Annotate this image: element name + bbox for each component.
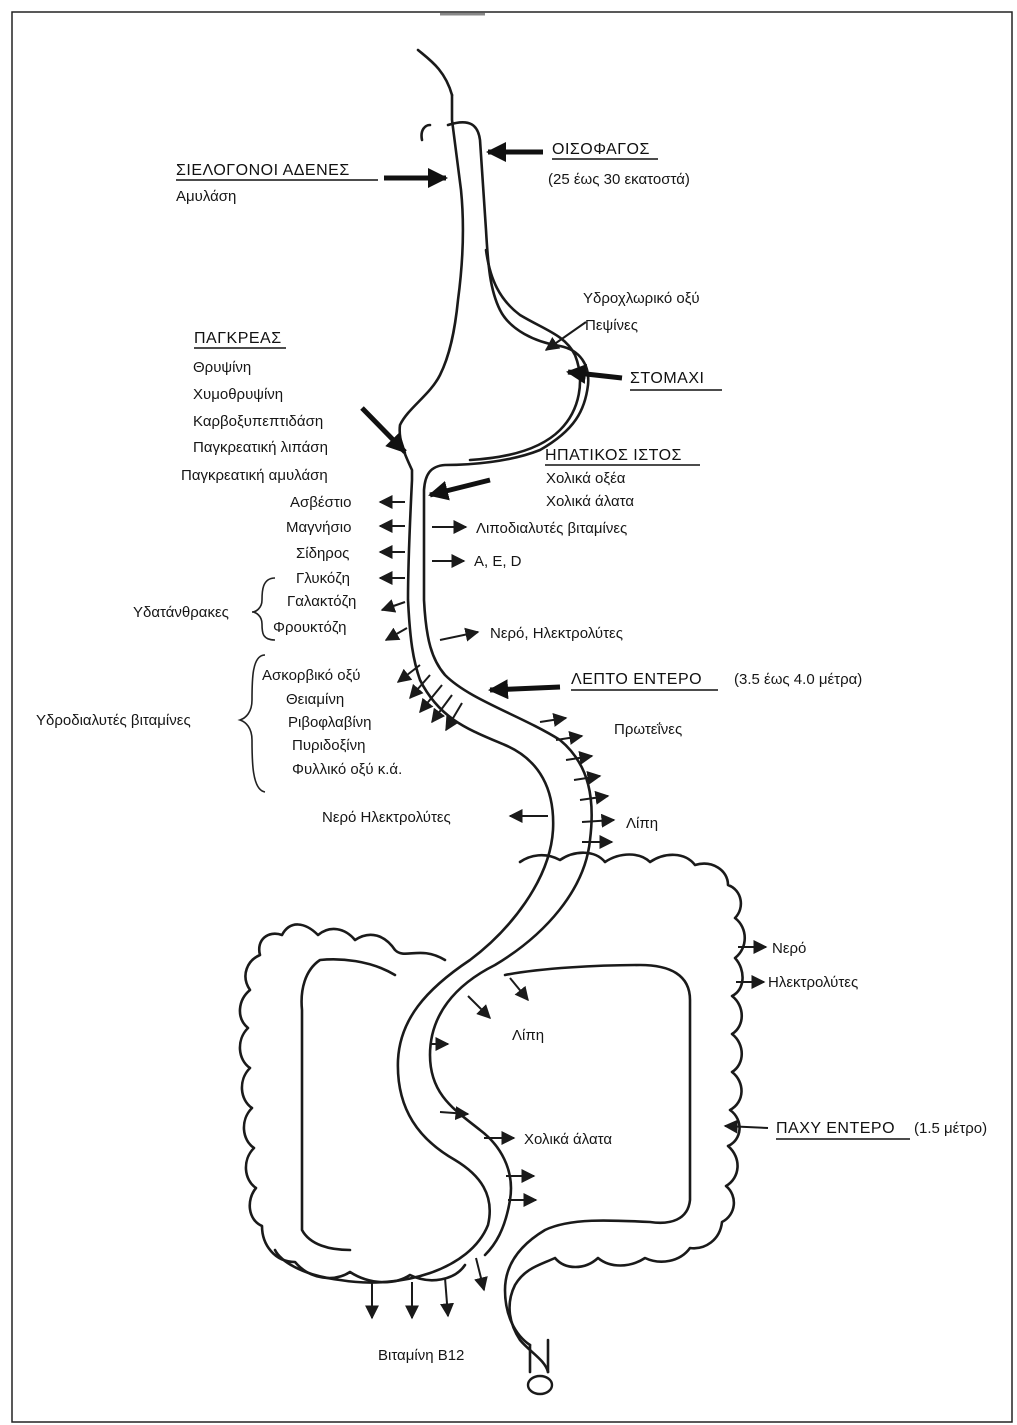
pancreas-item-5: Παγκρεατική αμυλάση	[181, 467, 328, 484]
small-intestine-length: (3.5 έως 4.0 μέτρα)	[734, 671, 862, 688]
salivary-item: Αμυλάση	[176, 188, 236, 205]
pancreas-item-4: Παγκρεατική λιπάση	[193, 439, 328, 456]
pancreas-item-2: Χυμοθρυψίνη	[193, 386, 283, 403]
stomach-title: ΣΤΟΜΑΧΙ	[630, 370, 704, 387]
carb-fructose: Φρουκτόζη	[273, 619, 347, 636]
proteins-label: Πρωτεΐνες	[614, 721, 682, 738]
mineral-iron: Σίδηρος	[296, 545, 349, 562]
water-large-label: Νερό	[772, 940, 806, 957]
liver-title: ΗΠΑΤΙΚΟΣ ΙΣΤΟΣ	[545, 447, 682, 464]
fats-small-label: Λίπη	[626, 815, 658, 832]
vitamin-riboflavin: Ριβοφλαβίνη	[288, 714, 372, 731]
salivary-title: ΣΙΕΛΟΓΟΝΟΙ ΑΔΕΝΕΣ	[176, 162, 350, 179]
esophagus-title: ΟΙΣΟΦΑΓΟΣ	[552, 141, 650, 158]
water-electrolytes-upper: Νερό, Ηλεκτρολύτες	[490, 625, 623, 642]
large-intestine-length: (1.5 μέτρο)	[914, 1120, 987, 1137]
mineral-magnesium: Μαγνήσιο	[286, 519, 351, 536]
left-absorption: Ασβέστιο Μαγνήσιο Σίδηρος Υδατάνθρακες Γ…	[36, 494, 548, 826]
carb-galactose: Γαλακτόζη	[287, 593, 356, 610]
esophagus-group: ΟΙΣΟΦΑΓΟΣ (25 έως 30 εκατοστά)	[488, 141, 690, 188]
vitamin-folic: Φυλλικό οξύ κ.ά.	[292, 761, 402, 778]
large-intestine-group: ΠΑΧΥ ΕΝΤΕΡΟ (1.5 μέτρο)	[725, 1120, 987, 1139]
stomach-secretion-1: Υδροχλωρικό οξύ	[583, 290, 700, 307]
salivary-group: ΣΙΕΛΟΓΟΝΟΙ ΑΔΕΝΕΣ Αμυλάση	[176, 162, 446, 205]
pancreas-group: ΠΑΓΚΡΕΑΣ Θρυψίνη Χυμοθρυψίνη Καρβοξυπεπτ…	[181, 330, 405, 484]
small-intestine-title: ΛΕΠΤΟ ΕΝΤΕΡΟ	[571, 671, 702, 688]
large-absorption: Νερό Ηλεκτρολύτες Λίπη Χολικά άλατα Βιτα…	[372, 940, 858, 1364]
bile-salts-large-label: Χολικά άλατα	[524, 1131, 612, 1148]
vitamin-pyridoxine: Πυριδοξίνη	[292, 737, 365, 754]
fat-vitamins-label: Λιποδιαλυτές βιταμίνες	[476, 520, 627, 537]
large-intestine-inner	[302, 959, 395, 1250]
liver-group: ΗΠΑΤΙΚΟΣ ΙΣΤΟΣ Χολικά οξέα Χολικά άλατα	[430, 447, 700, 510]
carb-glucose: Γλυκόζη	[296, 570, 350, 587]
stomach-secretion-2: Πεψίνες	[585, 317, 638, 334]
small-intestine-group: ΛΕΠΤΟ ΕΝΤΕΡΟ (3.5 έως 4.0 μέτρα)	[490, 671, 862, 690]
stomach-bulge	[470, 250, 580, 460]
fats-large-label: Λίπη	[512, 1027, 544, 1044]
fat-vitamins-list: A, E, D	[474, 553, 522, 570]
liver-item-2: Χολικά άλατα	[546, 493, 634, 510]
anus	[528, 1376, 552, 1394]
large-intestine-title: ΠΑΧΥ ΕΝΤΕΡΟ	[776, 1120, 895, 1137]
carbs-group-label: Υδατάνθρακες	[133, 604, 229, 621]
mouth-line	[418, 50, 452, 95]
vitamin-thiamine: Θειαμίνη	[286, 691, 344, 708]
mineral-calcium: Ασβέστιο	[290, 494, 351, 511]
vitamin-ascorbic: Ασκορβικό οξύ	[262, 667, 361, 684]
transverse-colon-inner	[505, 965, 690, 1345]
pancreas-item-1: Θρυψίνη	[193, 359, 251, 376]
electrolytes-large-label: Ηλεκτρολύτες	[768, 974, 858, 991]
esophagus-length: (25 έως 30 εκατοστά)	[548, 171, 690, 188]
b12-label: Βιταμίνη Β12	[378, 1347, 464, 1364]
stomach-group: Υδροχλωρικό οξύ Πεψίνες ΣΤΟΜΑΧΙ	[546, 290, 722, 390]
transverse-colon	[510, 853, 745, 1372]
large-intestine-outer	[240, 924, 465, 1282]
vitamins-group-label: Υδροδιαλυτές βιταμίνες	[36, 712, 191, 729]
liver-item-1: Χολικά οξέα	[546, 470, 626, 487]
water-electrolytes-lower: Νερό Ηλεκτρολύτες	[322, 809, 451, 826]
pancreas-title: ΠΑΓΚΡΕΑΣ	[194, 330, 282, 347]
pancreas-item-3: Καρβοξυπεπτιδάση	[193, 413, 323, 430]
